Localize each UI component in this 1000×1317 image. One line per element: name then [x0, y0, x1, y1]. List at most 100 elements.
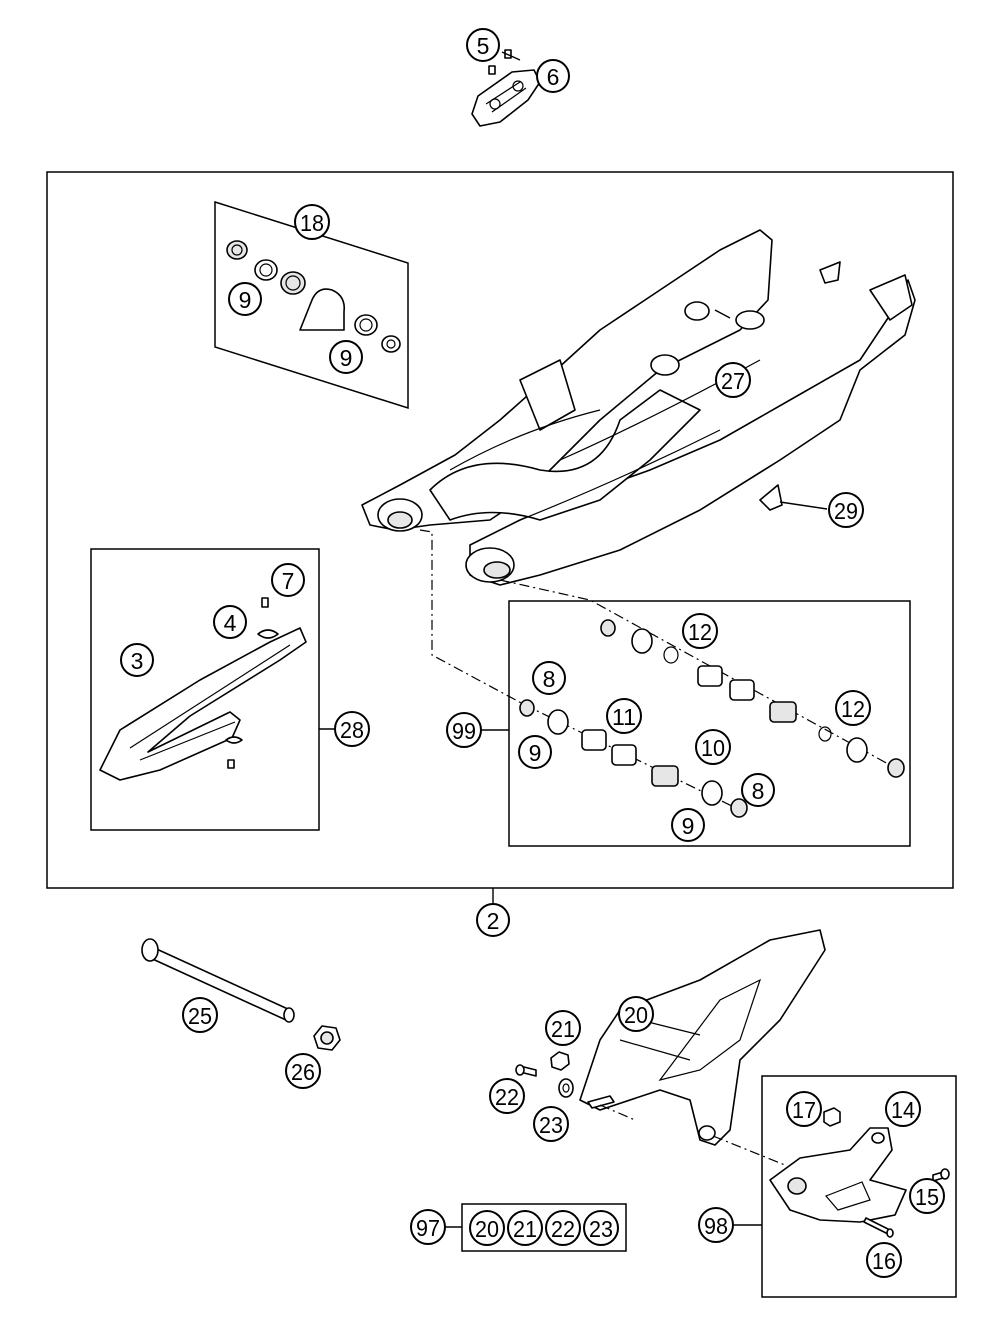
pivot-kit-parts	[226, 240, 401, 353]
callout-c15: 15	[909, 1178, 945, 1214]
callout-bubble	[120, 643, 154, 677]
callout-bubble	[329, 340, 363, 374]
callout-c3: 3	[120, 643, 154, 677]
callout-number: 14	[891, 1097, 915, 1123]
callout-bubble	[866, 1242, 902, 1278]
callout-bubble	[695, 729, 731, 765]
callout-c8a: 8	[532, 661, 566, 695]
callout-number: 27	[721, 368, 745, 394]
callout-number: 12	[841, 696, 865, 722]
callout-bubble	[715, 362, 751, 398]
callout-number: 12	[688, 619, 712, 645]
callout-number: 6	[547, 64, 560, 90]
callout-c21: 21	[545, 1010, 581, 1046]
callout-c21k: 21	[507, 1210, 543, 1246]
callout-bubble	[294, 204, 330, 240]
guide-kit-parts	[769, 1107, 950, 1238]
callout-bubble	[489, 1078, 525, 1114]
callout-c29: 29	[828, 492, 864, 528]
callout-c22: 22	[489, 1078, 525, 1114]
callout-number: 16	[872, 1248, 896, 1274]
callout-c20: 20	[618, 996, 654, 1032]
callout-c17: 17	[786, 1091, 822, 1127]
callout-c14: 14	[885, 1091, 921, 1127]
callout-c4: 4	[213, 605, 247, 639]
callout-number: 9	[529, 740, 542, 766]
callout-bubble	[532, 661, 566, 695]
callout-number: 2	[487, 908, 500, 934]
callout-number: 21	[551, 1016, 575, 1042]
swingarm-body	[361, 229, 916, 586]
callout-bubble	[466, 28, 500, 62]
callout-c6: 6	[536, 59, 570, 93]
callout-bubble	[446, 712, 482, 748]
callout-bubble	[618, 996, 654, 1032]
callout-bubble	[583, 1210, 619, 1246]
callout-c12a: 12	[682, 613, 718, 649]
pivot-kit-box	[214, 200, 409, 410]
callout-number: 17	[792, 1097, 816, 1123]
callout-number: 9	[682, 813, 695, 839]
chain-slider-parts	[99, 597, 307, 781]
callout-bubble	[741, 773, 775, 807]
callout-number: 10	[701, 735, 725, 761]
callout-c7: 7	[271, 563, 305, 597]
callout-bubble	[228, 282, 262, 316]
callout-number: 8	[752, 778, 765, 804]
callout-number: 23	[589, 1216, 613, 1242]
bearing-kit-box	[508, 600, 911, 847]
callout-number: 97	[416, 1215, 440, 1241]
axle-nut	[313, 1025, 341, 1051]
callout-number: 98	[704, 1213, 728, 1239]
callout-bubble	[469, 1210, 505, 1246]
callout-number: 9	[340, 345, 353, 371]
chain-slider-part	[471, 49, 541, 127]
callout-c9b: 9	[329, 340, 363, 374]
callout-number: 23	[539, 1112, 563, 1138]
pivot-washer	[684, 301, 710, 321]
callout-c9c: 9	[518, 735, 552, 769]
callout-c23: 23	[533, 1106, 569, 1142]
callout-number: 22	[495, 1084, 519, 1110]
callout-c8b: 8	[741, 773, 775, 807]
callout-bubble	[507, 1210, 543, 1246]
callout-number: 11	[612, 704, 636, 730]
callout-c2: 2	[476, 903, 510, 937]
callout-c5: 5	[466, 28, 500, 62]
callout-number: 15	[915, 1184, 939, 1210]
callout-number: 20	[475, 1216, 499, 1242]
callout-bubble	[909, 1178, 945, 1214]
callout-bubble	[536, 59, 570, 93]
callout-bubble	[606, 698, 642, 734]
callout-c18: 18	[294, 204, 330, 240]
callout-c25: 25	[182, 997, 218, 1033]
swingarm-assembly-frame	[46, 171, 954, 889]
callout-number: 26	[291, 1059, 315, 1085]
callout-number: 5	[477, 33, 490, 59]
callout-number: 3	[131, 648, 144, 674]
callout-c26: 26	[285, 1053, 321, 1089]
callout-bubble	[271, 563, 305, 597]
callout-c97: 97	[410, 1209, 446, 1245]
callout-c11: 11	[606, 698, 642, 734]
callout-bubble	[698, 1207, 734, 1243]
callout-c23k: 23	[583, 1210, 619, 1246]
callout-bubble	[518, 735, 552, 769]
chain-guide-fasteners	[515, 1051, 574, 1098]
callout-c20k: 20	[469, 1210, 505, 1246]
callout-number: 7	[282, 568, 295, 594]
callout-number: 28	[340, 717, 364, 743]
callout-number: 22	[551, 1216, 575, 1242]
callout-bubble	[410, 1209, 446, 1245]
guide-kit-box	[761, 1075, 957, 1298]
callout-c9d: 9	[671, 808, 705, 842]
callout-bubble	[885, 1091, 921, 1127]
callout-number: 8	[543, 666, 556, 692]
callout-c28: 28	[334, 711, 370, 747]
callout-number: 21	[513, 1216, 537, 1242]
callout-c99: 99	[446, 712, 482, 748]
callout-number: 9	[239, 287, 252, 313]
callout-bubble	[533, 1106, 569, 1142]
